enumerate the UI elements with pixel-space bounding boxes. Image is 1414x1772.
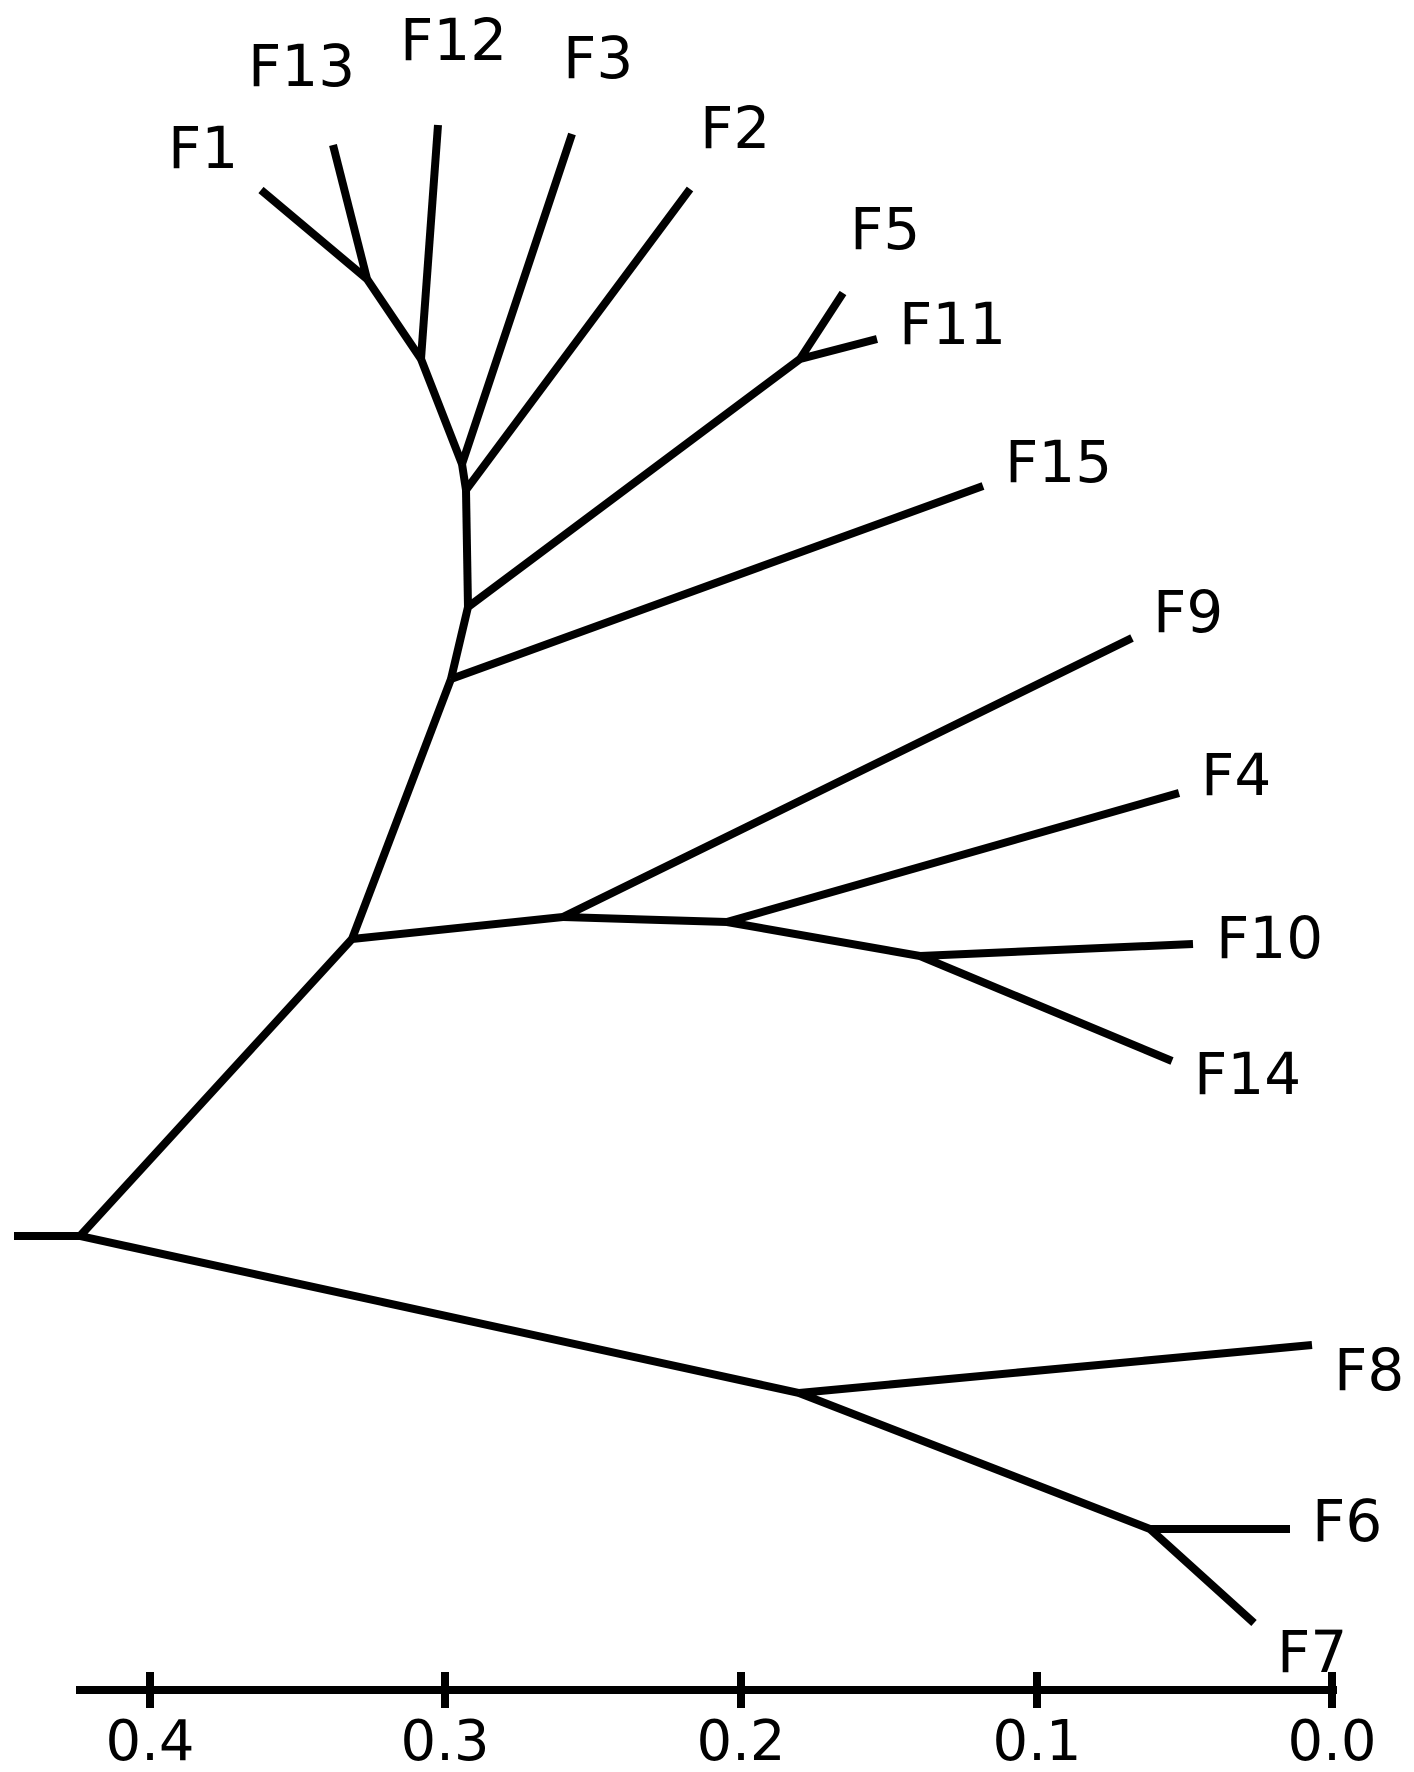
leaf-label-f5: F5 [850,195,920,263]
branch-to-f2 [462,186,694,493]
leaf-label-f7: F7 [1277,1618,1347,1686]
leaf-label-f3: F3 [563,24,633,92]
axis-tick-label: 0.4 [105,1709,194,1767]
branch-to-f1-f13-node [363,276,425,362]
branch-to-f1 [258,186,370,283]
branch-to-f6-f7-node [797,1389,1152,1533]
branch-to-f11 [798,335,879,363]
branch-to-f4 [725,789,1181,926]
axis-tick-label: 0.3 [400,1709,489,1767]
branch-root-to-lower-clade [79,1232,800,1397]
branch-to-f5 [796,290,847,362]
axis-tick-label: 0.2 [696,1709,785,1767]
leaf-label-f4: F4 [1201,741,1271,809]
branch-upper-to-f9-group [351,913,564,943]
branch-to-f4-group [562,913,728,926]
leaf-label-f11: F11 [899,290,1006,358]
branch-to-f12-group [417,357,466,466]
branch-to-f10-f14-node [726,918,921,960]
branch-to-f5-f11-node [465,355,803,611]
branch-to-f10 [919,940,1194,960]
leaf-label-f14: F14 [1194,1040,1301,1108]
branch-to-f3-group [458,463,470,491]
branch-to-f2-group [462,489,472,608]
branch-upper-to-f15-node [348,677,455,941]
branch-to-f15 [449,482,985,683]
branch-to-f12 [417,124,442,360]
axis-tick-label: 0.0 [1287,1709,1376,1767]
leaf-label-f12: F12 [400,6,507,74]
axis-tick-label: 0.1 [992,1709,1081,1767]
leaf-label-f2: F2 [700,94,770,162]
leaf-label-f9: F9 [1153,578,1223,646]
axis-ticks: 0.4 0.3 0.2 0.1 0.0 [105,1672,1377,1772]
leaf-label-f6: F6 [1312,1487,1382,1555]
branch-to-f14 [918,952,1174,1065]
branch-root-to-upper-clade [77,936,355,1239]
leaf-label-f13: F13 [248,32,355,100]
leaf-label-f15: F15 [1005,428,1112,496]
leaf-label-f8: F8 [1334,1336,1404,1404]
branch-to-f13 [329,144,371,280]
tree-branches [14,124,1313,1626]
branch-to-f5-f11-group [447,606,472,680]
branch-to-f8 [798,1341,1313,1397]
leaf-label-f10: F10 [1216,904,1323,972]
leaf-label-f1: F1 [168,114,238,182]
scale-axis: 0.4 0.3 0.2 0.1 0.0 [76,1672,1377,1772]
branch-to-f7 [1147,1526,1257,1626]
branch-to-f9 [561,634,1134,921]
branch-to-f3 [458,132,576,466]
